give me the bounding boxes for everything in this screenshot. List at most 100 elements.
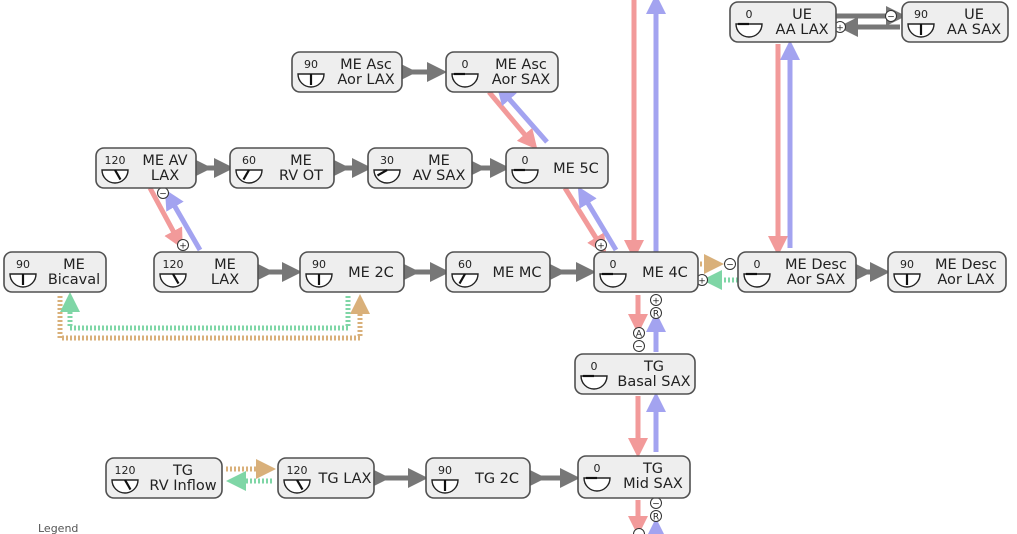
view-label: UE [792,7,812,23]
view-label: ME Asc [495,57,547,73]
probe-angle-icon [583,476,611,492]
connectors [57,0,906,534]
view-label: ME AV [142,153,187,169]
angle-label: 0 [754,258,761,271]
svg-text:+: + [698,277,706,287]
minus-symbol: − [633,340,645,353]
view-label: Mid SAX [623,476,683,492]
view-node-tg-2c[interactable]: 90 TG 2C [425,457,531,499]
view-label: TG LAX [318,471,372,487]
angle-label: 90 [900,258,914,271]
view-node-tg-lax[interactable]: 120 TG LAX [277,457,375,499]
svg-text:−: − [887,13,895,23]
plus-symbol: + [595,239,607,252]
svg-text:R: R [653,513,659,523]
svg-text:−: − [652,500,660,510]
probe-angle-icon [580,374,608,390]
view-label: ME 2C [348,265,394,281]
r-symbol: R [650,510,662,523]
probe-angle-icon [111,479,139,494]
a-symbol [633,528,645,534]
view-label: TG [642,461,663,477]
angle-label: 60 [242,154,256,167]
red-5c-to-4c [562,186,607,255]
view-node-me-mc[interactable]: 60 ME MC [445,251,551,293]
angle-label: 0 [462,58,469,71]
minus-symbol: − [724,258,736,271]
angle-label: 0 [610,258,617,271]
probe-angle-icon [297,73,325,88]
view-node-me-4c[interactable]: 0ME 4C [593,251,699,293]
probe-angle-icon [893,273,921,288]
probe-angle-icon [235,169,263,184]
view-label: AV SAX [413,168,466,184]
view-label: RV OT [279,168,323,184]
probe-angle-icon [101,169,129,184]
view-label: UE [964,7,984,23]
probe-angle-icon [9,273,37,288]
view-label: Aor SAX [787,272,845,288]
svg-text:−: − [635,343,643,353]
view-label: ME 5C [553,161,599,177]
view-label: TG [172,463,193,479]
probe-angle-icon [451,273,479,288]
angle-label: 30 [380,154,394,167]
probe-angle-icon [283,479,311,494]
view-label: Aor LAX [937,272,994,288]
r-symbol: R [650,307,662,320]
angle-label: 90 [438,464,452,477]
view-label: ME MC [493,265,542,281]
view-label: Basal SAX [617,374,690,390]
green-2c-to-bicaval [60,292,351,331]
minus-symbol: − [885,10,897,23]
view-label: ME [214,257,236,273]
view-label: Aor LAX [337,72,394,88]
minus-symbol: − [650,497,662,510]
angle-label: 90 [312,258,326,271]
view-label: AA SAX [947,22,1001,38]
angle-label: 0 [746,8,753,21]
angle-label: 120 [115,464,136,477]
a-symbol: A [633,327,645,340]
probe-angle-icon [907,23,935,38]
blue-4c-to-5c [577,186,619,252]
view-label: ME Desc [785,257,847,273]
view-label: ME [290,153,312,169]
view-node-me-2c[interactable]: 90 ME 2C [299,251,405,293]
view-label: ME Desc [935,257,997,273]
svg-text:+: + [597,242,605,252]
svg-text:−: − [159,190,167,200]
angle-label: 90 [304,58,318,71]
legend-title: Legend [38,522,78,534]
blue-5c-to-ascsax [496,84,549,144]
view-node-me-5c[interactable]: 0 ME 5C [505,147,609,189]
view-label: TG 2C [474,471,519,487]
tan-bicaval-to-2c [57,294,370,341]
view-label: LAX [211,272,239,288]
angle-label: 0 [591,360,598,373]
view-label: ME [63,257,85,273]
probe-angle-icon [743,272,771,288]
angle-label: 120 [287,464,308,477]
view-label: LAX [151,168,179,184]
plus-symbol: + [177,239,189,252]
probe-angle-icon [305,273,333,288]
svg-text:A: A [636,330,643,340]
angle-label: 0 [522,154,529,167]
angle-label: 60 [458,258,472,271]
